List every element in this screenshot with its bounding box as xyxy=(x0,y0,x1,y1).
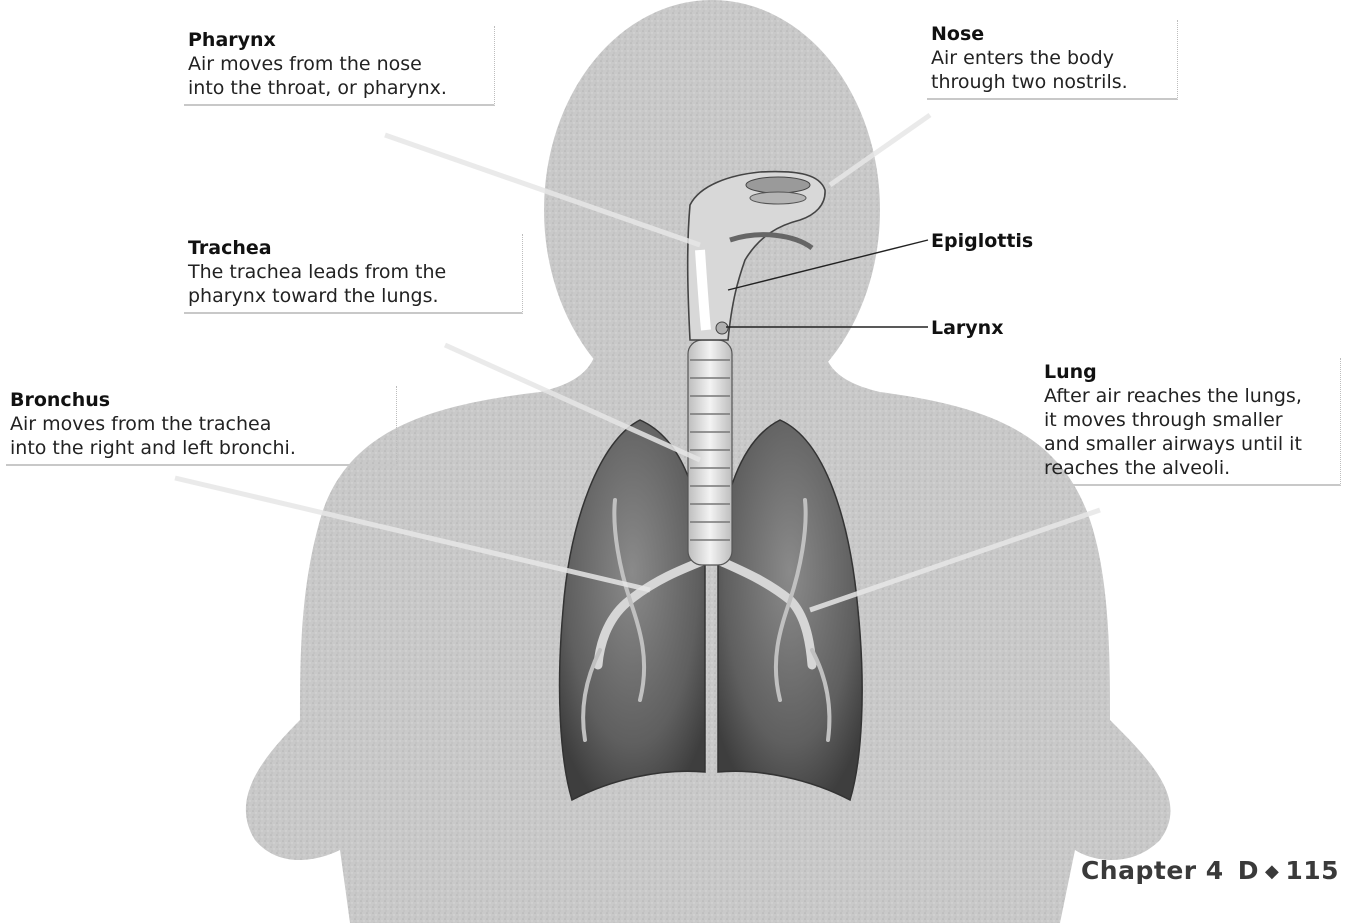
lung-description: After air reaches the lungs, it moves th… xyxy=(1044,384,1334,480)
footer-unit: D xyxy=(1238,856,1259,885)
lung-title: Lung xyxy=(1044,360,1334,384)
nose-title: Nose xyxy=(931,22,1171,46)
label-nose: Nose Air enters the body through two nos… xyxy=(927,20,1178,100)
nose-description: Air enters the body through two nostrils… xyxy=(931,46,1171,94)
label-larynx: Larynx xyxy=(931,317,1003,339)
label-pharynx: Pharynx Air moves from the nose into the… xyxy=(184,26,495,106)
label-epiglottis: Epiglottis xyxy=(931,230,1033,252)
label-bronchus: Bronchus Air moves from the trachea into… xyxy=(6,386,397,466)
footer-diamond-icon: ◆ xyxy=(1265,861,1279,882)
bronchus-title: Bronchus xyxy=(10,388,390,412)
pharynx-description: Air moves from the nose into the throat,… xyxy=(188,52,488,100)
label-lung: Lung After air reaches the lungs, it mov… xyxy=(1040,358,1341,486)
trachea-title: Trachea xyxy=(188,236,516,260)
trachea-description: The trachea leads from the pharynx towar… xyxy=(188,260,516,308)
trachea-illustration xyxy=(688,340,732,565)
pharynx-title: Pharynx xyxy=(188,28,488,52)
label-trachea: Trachea The trachea leads from the phary… xyxy=(184,234,523,314)
bronchus-description: Air moves from the trachea into the righ… xyxy=(10,412,390,460)
footer-page-number: 115 xyxy=(1285,856,1339,885)
page-footer: Chapter 4 D ◆ 115 xyxy=(1075,856,1339,885)
footer-chapter: Chapter 4 xyxy=(1081,856,1224,885)
